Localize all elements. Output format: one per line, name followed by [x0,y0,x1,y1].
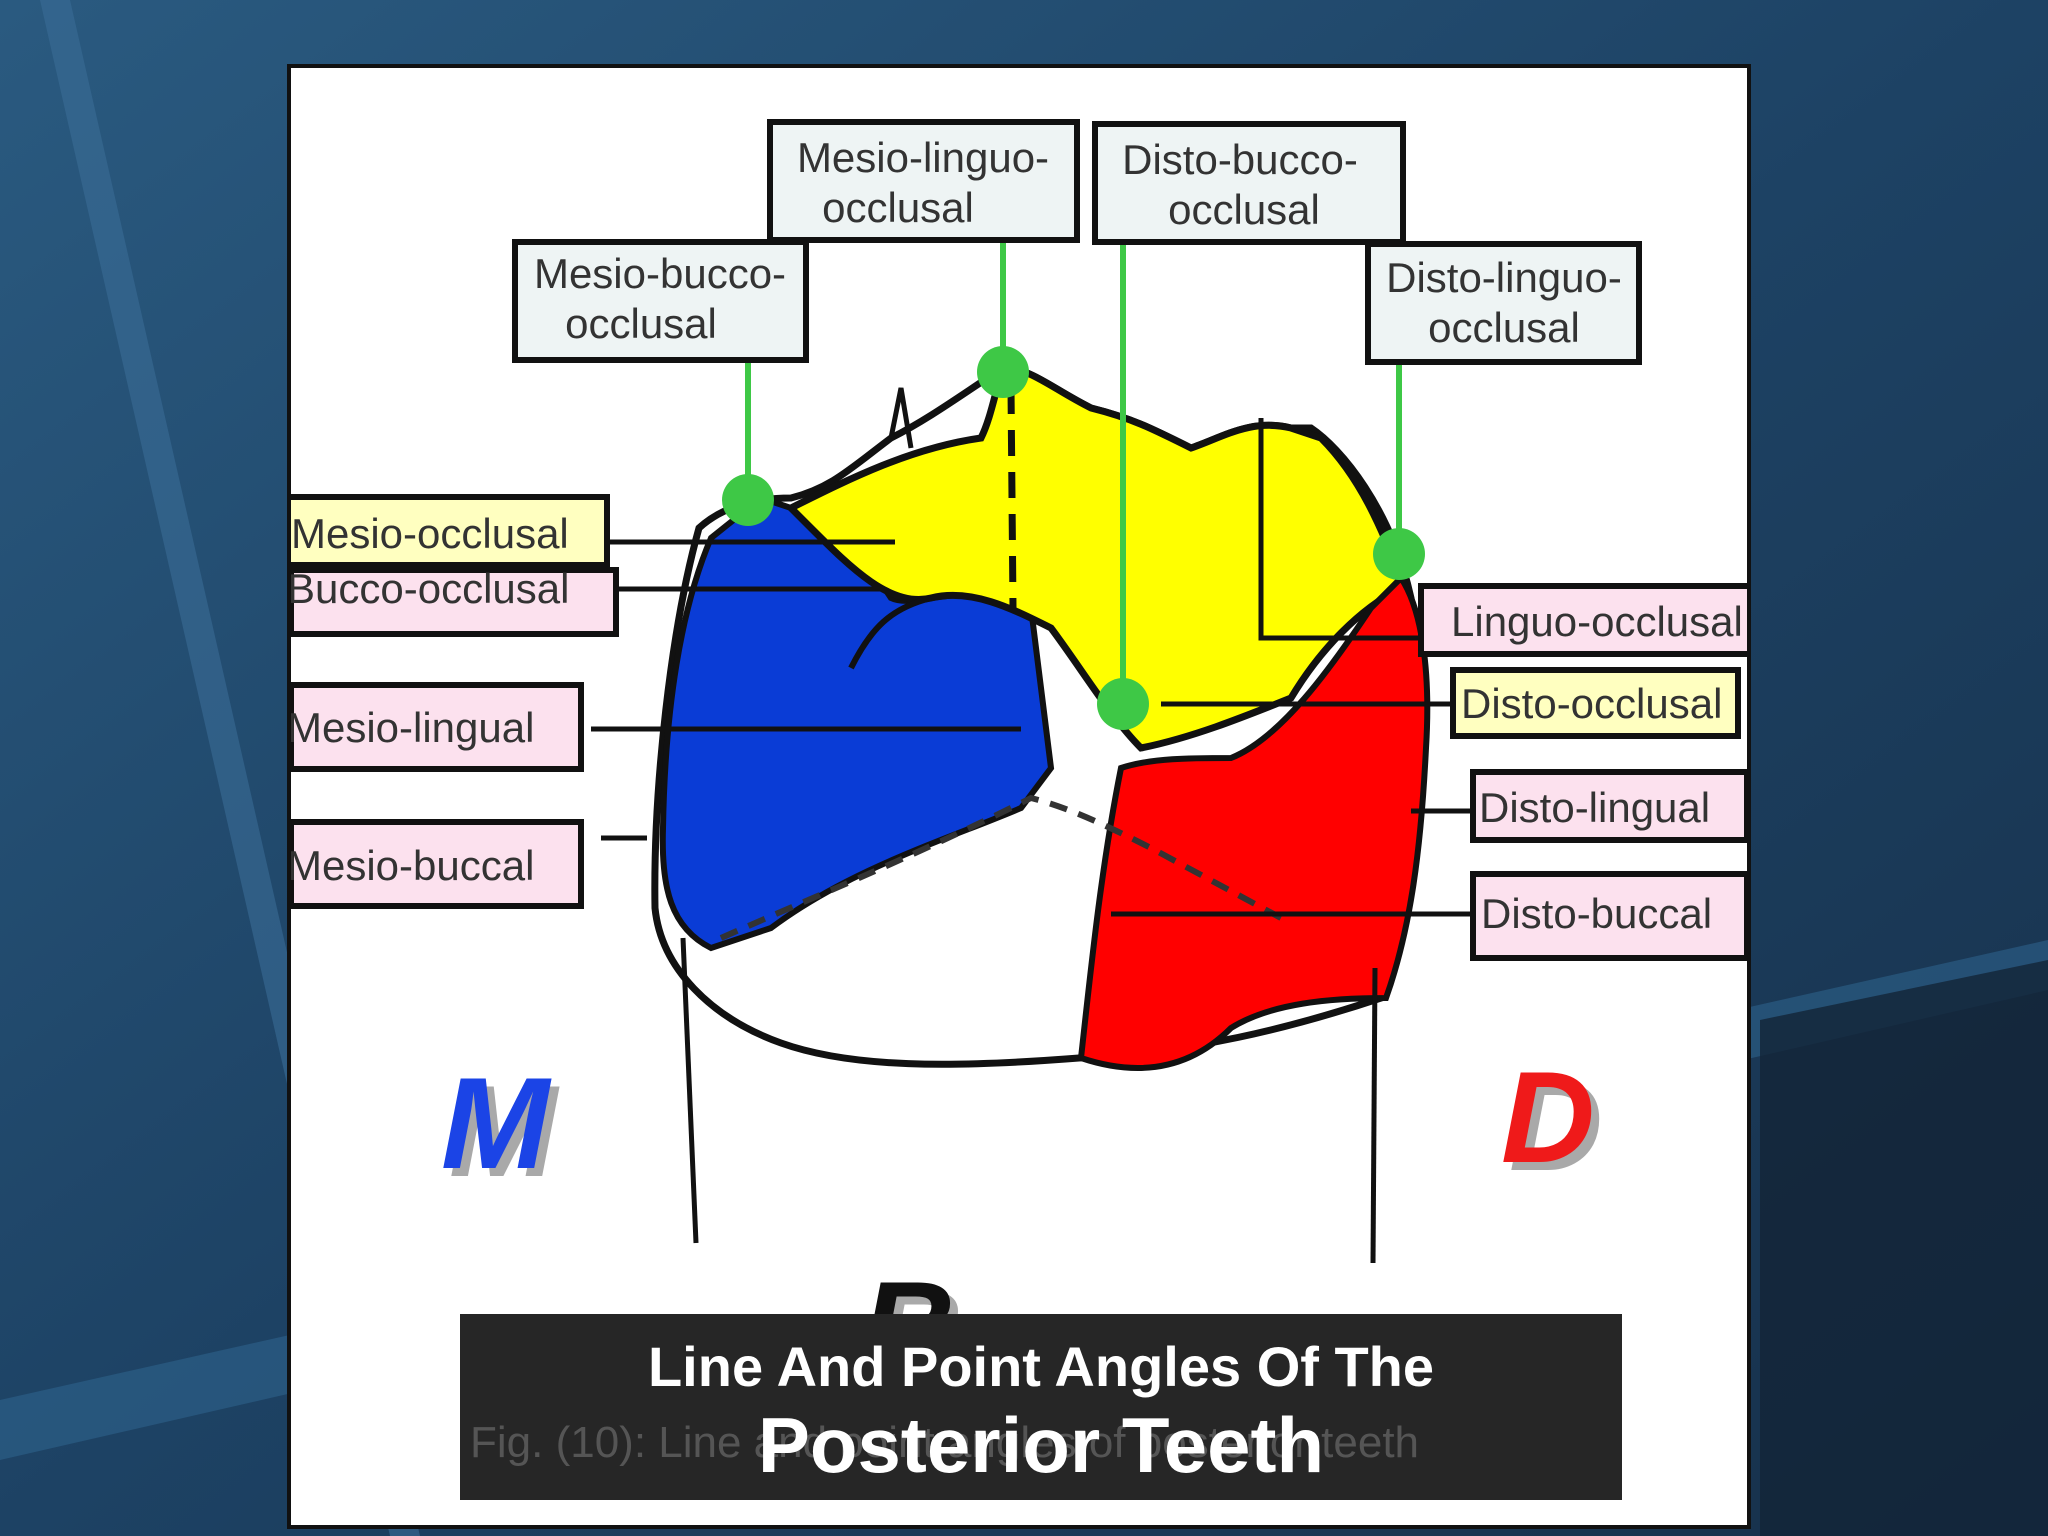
label-text: Mesio-occlusal [291,510,569,557]
label-text: Mesio-linguo- [797,134,1049,181]
mesial-letter: M [441,1050,552,1196]
point-disto-linguo-occlusal [1373,528,1425,580]
label-text: Mesio-lingual [291,704,534,751]
label-disto-bucco-occlusal: Disto-bucco- occlusal [1092,121,1406,245]
label-text: Disto-linguo- [1386,254,1622,301]
caption-title-line-2: Posterior Teeth [757,1401,1325,1489]
buccal-dashed-line [719,794,1283,941]
inner-groove [848,595,932,670]
inner-groove [888,387,914,449]
point-mesio-linguo-occlusal [977,346,1029,398]
label-text: Bucco-occlusal [291,565,569,612]
label-mesio-occlusal: Mesio-occlusal [291,494,610,568]
label-text: occlusal [565,300,717,347]
label-text: occlusal [822,184,974,231]
label-disto-buccal: Disto-buccal [1470,871,1747,961]
label-disto-linguo-occlusal: Disto-linguo- occlusal [1365,241,1642,365]
label-text: Disto-lingual [1479,784,1710,831]
label-bucco-occlusal: Bucco-occlusal [291,565,619,637]
background-shadow [1760,960,2048,1536]
tooth-diagram: Mesio-linguo- occlusal Disto-bucco- occl… [291,119,1747,1408]
label-text: Mesio-bucco- [534,250,786,297]
label-text: Disto-buccal [1481,890,1712,937]
distal-root-line [1370,967,1378,1264]
tooth-figure: Mesio-linguo- occlusal Disto-bucco- occl… [287,64,1751,1529]
label-mesio-buccal: Mesio-buccal [291,819,584,909]
mesial-letter-shadow: M [449,1058,560,1204]
label-text: occlusal [1168,186,1320,233]
point-disto-bucco-occlusal [1097,678,1149,730]
label-disto-occlusal: Disto-occlusal [1450,667,1741,739]
distal-letter-shadow: D [1509,1052,1603,1198]
inner-groove [1258,418,1441,641]
caption-banner: Fig. (10): Line and point angles of post… [460,1314,1622,1500]
label-text: Mesio-buccal [291,842,534,889]
label-linguo-occlusal: Linguo-occlusal [1418,583,1747,657]
distal-region [1077,573,1431,1071]
label-disto-lingual: Disto-lingual [1470,769,1747,843]
label-mesio-bucco-occlusal: Mesio-bucco- occlusal [512,239,809,363]
label-text: Disto-bucco- [1122,136,1358,183]
label-mesio-lingual: Mesio-lingual [291,682,584,772]
mesial-root-line [680,937,699,1244]
label-text: Disto-occlusal [1461,680,1722,727]
label-mesio-linguo-occlusal: Mesio-linguo- occlusal [767,119,1080,243]
caption-title-line-1: Line And Point Angles Of The [647,1335,1435,1398]
label-text: Linguo-occlusal [1451,598,1743,645]
figure-caption-background: Fig. (10): Line and point angles of post… [470,1418,1420,1467]
label-text: occlusal [1428,304,1580,351]
distal-letter: D [1501,1044,1595,1190]
point-mesio-bucco-occlusal [722,474,774,526]
vertical-dashed-line [1007,387,1017,609]
